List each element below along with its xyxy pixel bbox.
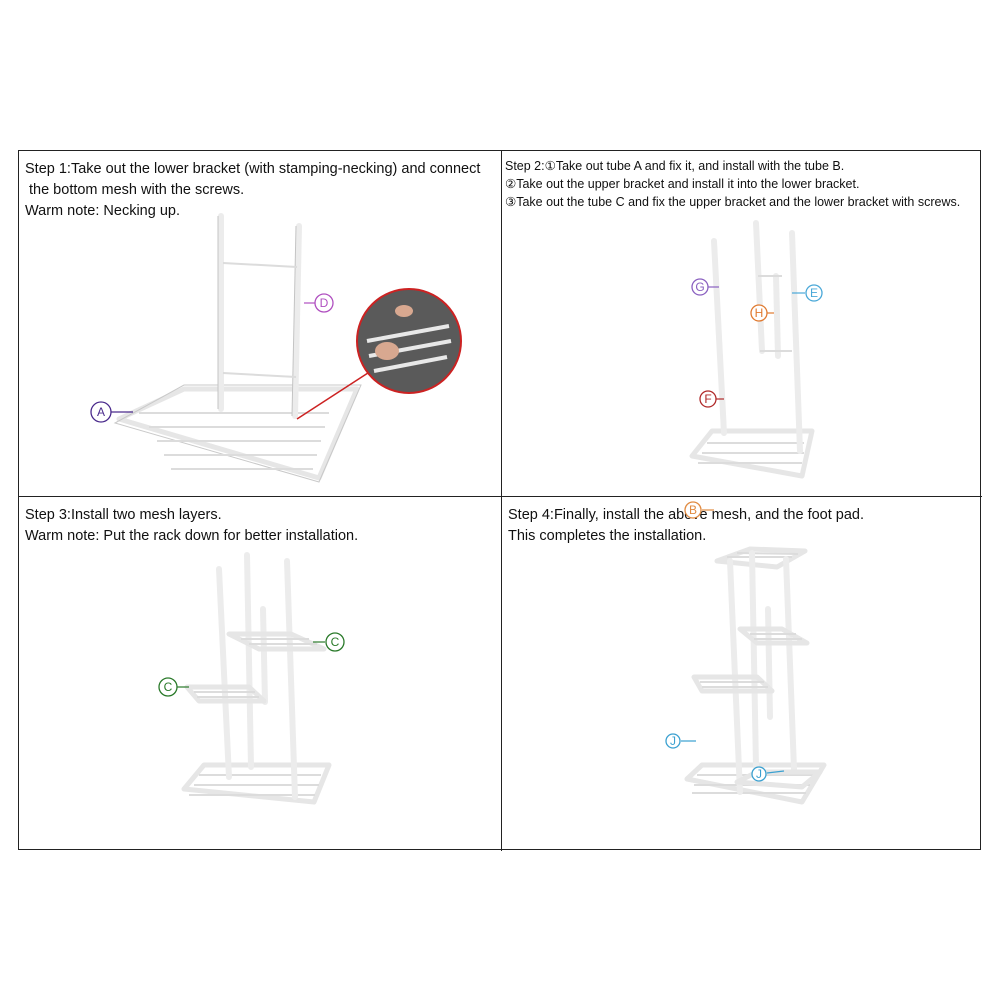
tube-right xyxy=(783,556,797,772)
step-2-line-2: ②Take out the upper bracket and install … xyxy=(505,177,860,191)
base-frame xyxy=(181,762,332,805)
step-3-panel: Step 3:Install two mesh layers. Warm not… xyxy=(19,497,502,851)
label-j-left-circle xyxy=(665,733,681,749)
step-4-panel: Step 4:Finally, install the above mesh, … xyxy=(502,497,982,851)
label-a: A xyxy=(97,405,105,419)
step-3-line-2: Warm note: Put the rack down for better … xyxy=(25,528,359,544)
step-1-panel: Step 1:Take out the lower bracket (with … xyxy=(19,151,502,497)
label-d: D xyxy=(320,296,329,310)
step-1-text: Step 1:Take out the lower bracket (with … xyxy=(25,159,480,222)
label-j-bottom-circle xyxy=(751,766,767,782)
label-j-bottom-arrow xyxy=(766,770,785,774)
mesh-layer-lower xyxy=(691,674,775,694)
label-c-lower-circle xyxy=(158,677,178,697)
base-frame xyxy=(684,762,827,805)
label-g-circle xyxy=(691,278,709,296)
step-3-illustration: C C xyxy=(158,552,345,805)
label-e-circle xyxy=(805,284,823,302)
mesh-layer-lower xyxy=(184,684,267,704)
step-4-illustration: B J J xyxy=(665,501,827,805)
detail-zoom-circle xyxy=(356,288,462,394)
detail-leader-line xyxy=(296,370,372,420)
label-j-bottom: J xyxy=(756,767,762,781)
base-frame xyxy=(689,428,815,479)
step-2-panel: Step 2:①Take out tube A and fix it, and … xyxy=(502,151,982,497)
label-b: B xyxy=(689,503,697,517)
step-4-line-2: This completes the installation. xyxy=(508,528,707,544)
mesh-layer-upper xyxy=(737,626,810,646)
label-h: H xyxy=(755,306,764,320)
step-3-text: Step 3:Install two mesh layers. Warm not… xyxy=(25,505,358,547)
base-frame xyxy=(116,386,360,481)
mesh-layer-upper xyxy=(226,631,327,652)
step-2-line-1: Step 2:①Take out tube A and fix it, and … xyxy=(505,159,845,173)
label-c-lower: C xyxy=(164,680,173,694)
step-1-line-3: Warm note: Necking up. xyxy=(25,203,180,219)
label-f-circle xyxy=(699,390,717,408)
label-e: E xyxy=(810,286,818,300)
tube-mid xyxy=(749,550,759,770)
tube-mid xyxy=(244,552,254,770)
step-1-line-2: the bottom mesh with the screws. xyxy=(29,182,245,198)
step-3-line-1: Step 3:Install two mesh layers. xyxy=(25,507,222,523)
label-f: F xyxy=(704,392,711,406)
label-d-circle xyxy=(314,293,334,313)
lower-bracket-right-tube xyxy=(292,223,302,419)
step-2-illustration: G E H F xyxy=(689,220,823,479)
tube-mid xyxy=(753,220,765,354)
label-g: G xyxy=(695,280,704,294)
label-c-upper: C xyxy=(331,635,340,649)
label-c-upper-circle xyxy=(325,632,345,652)
instruction-grid: Step 1:Take out the lower bracket (with … xyxy=(18,150,982,851)
step-1-illustration: D A xyxy=(90,213,462,483)
tube-right xyxy=(284,558,298,800)
label-h-circle xyxy=(750,304,768,322)
step-2-line-3: ③Take out the tube C and fix the upper b… xyxy=(505,195,961,209)
label-j-left: J xyxy=(670,734,676,748)
label-a-circle xyxy=(90,401,112,423)
step-2-text: Step 2:①Take out tube A and fix it, and … xyxy=(505,157,960,211)
step-1-line-1: Step 1:Take out the lower bracket (with … xyxy=(25,161,481,177)
tube-left xyxy=(216,566,232,780)
tube-g xyxy=(711,238,727,436)
label-b-circle xyxy=(684,501,702,519)
tube-right xyxy=(789,230,803,454)
